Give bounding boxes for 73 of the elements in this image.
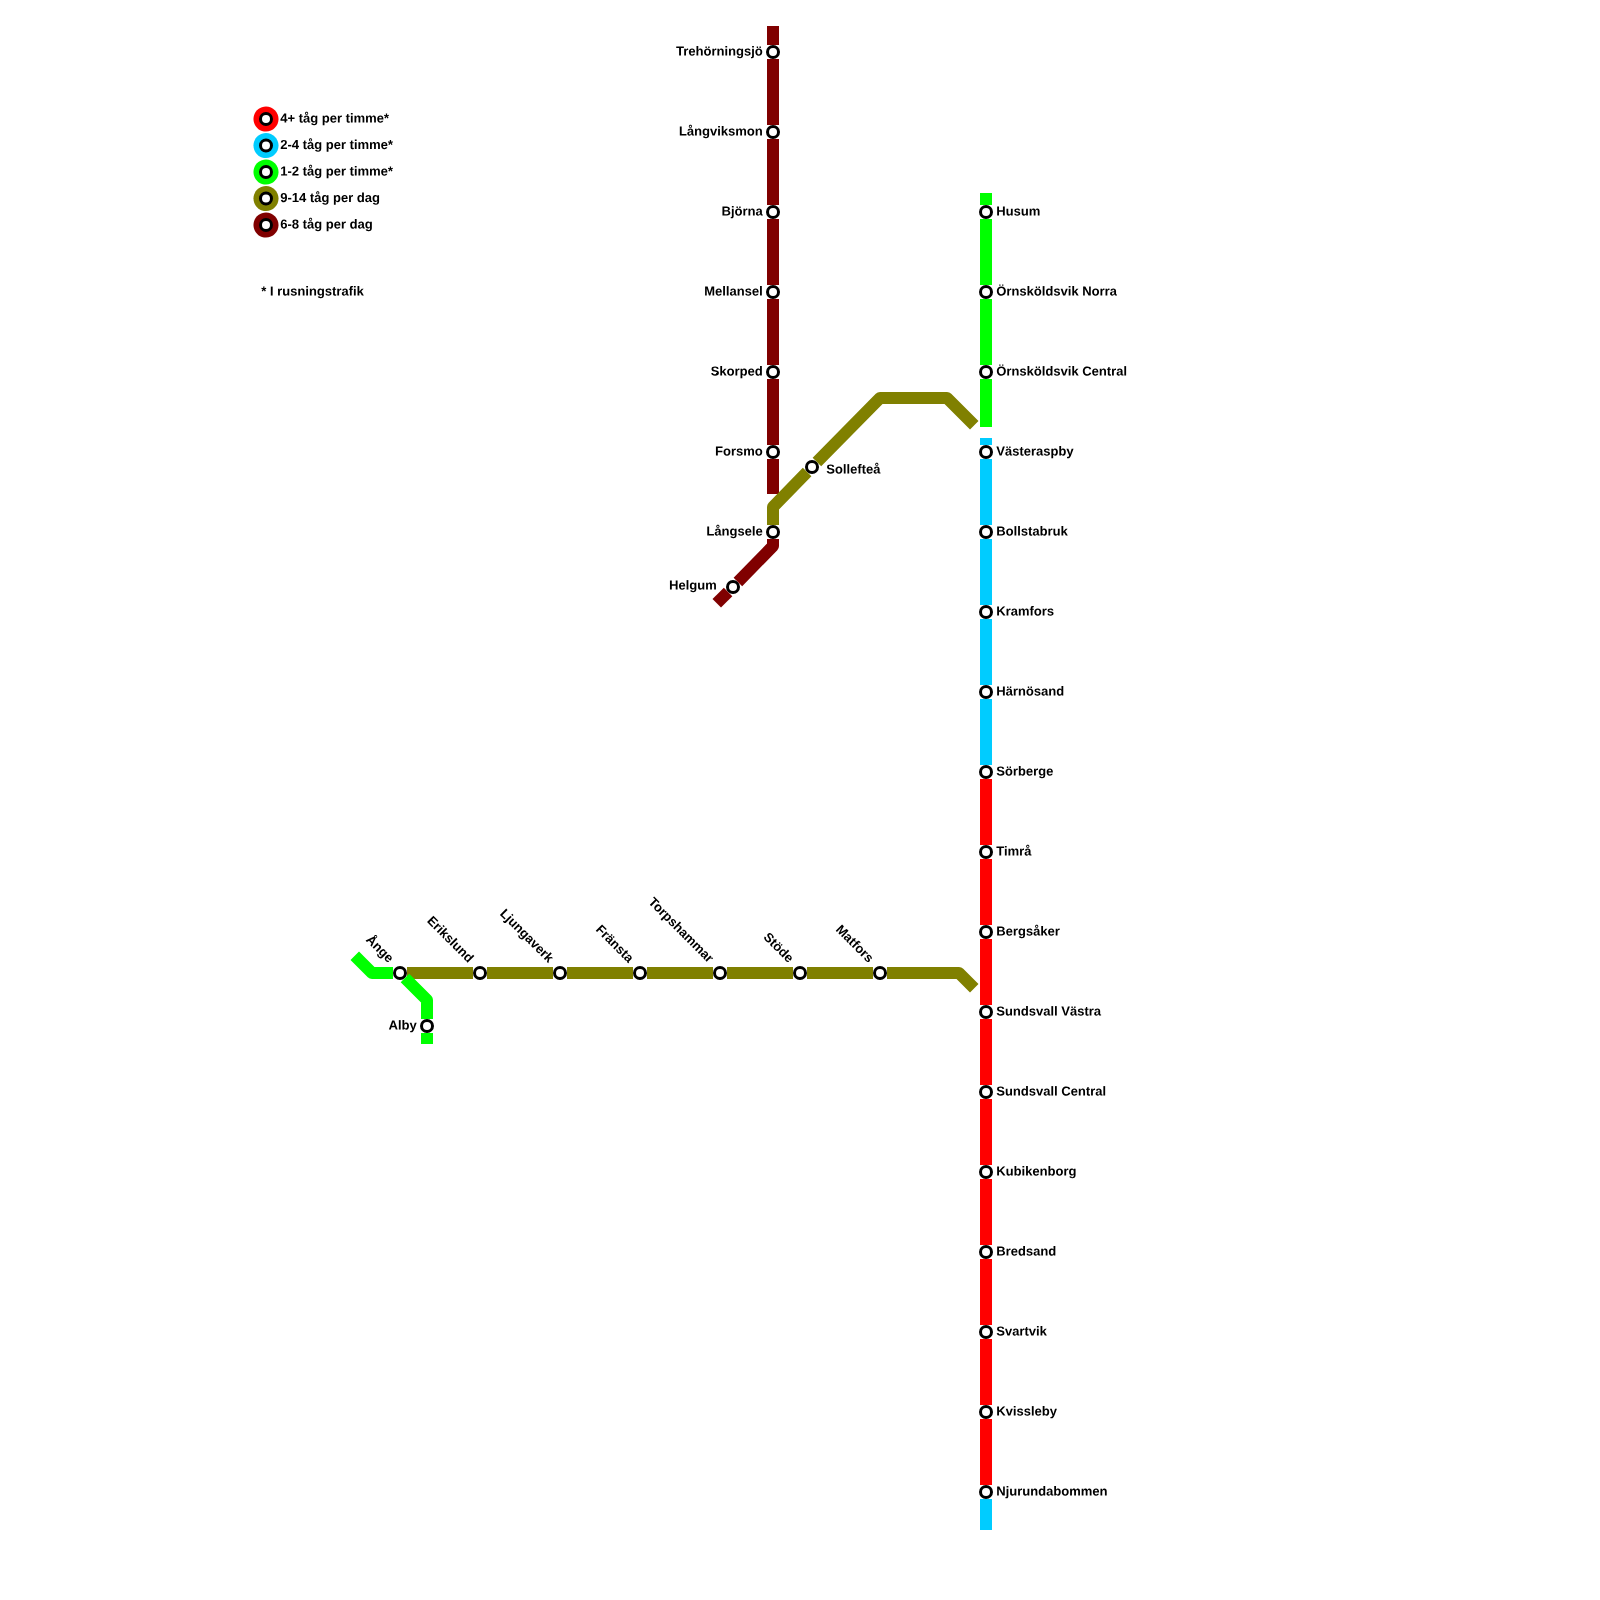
legend-label: 9-14 tåg per dag bbox=[280, 191, 380, 205]
station-name: Trehörningsjö bbox=[676, 46, 763, 59]
rail-line bbox=[733, 539, 779, 587]
station-name: Björna bbox=[722, 206, 763, 219]
rail-line bbox=[567, 967, 633, 979]
station-name: Bergsåker bbox=[997, 924, 1060, 939]
station-name: Husum bbox=[997, 206, 1040, 216]
station-name: Sörberge bbox=[996, 766, 1053, 779]
rail-line bbox=[812, 392, 979, 467]
rail-line bbox=[807, 967, 873, 979]
station-name: Örnsköldsvik Norra bbox=[996, 284, 1117, 296]
rail-line bbox=[980, 1099, 992, 1165]
station-name: Västeraspby bbox=[996, 446, 1074, 459]
footnote: * I rusningstrafik bbox=[261, 286, 364, 299]
station-name: Alby bbox=[388, 1020, 417, 1033]
rail-line bbox=[980, 1019, 992, 1085]
rail-line bbox=[980, 939, 992, 1005]
rail-line bbox=[980, 1259, 992, 1325]
station-name: Timrå bbox=[996, 844, 1032, 856]
rail-line bbox=[980, 1499, 992, 1530]
rail-line bbox=[712, 587, 733, 608]
rail-line bbox=[767, 379, 779, 445]
station-name: Njurundabommen bbox=[997, 1486, 1107, 1499]
legend-label: 2-4 tåg per timme* bbox=[280, 138, 393, 152]
rail-line bbox=[767, 59, 779, 125]
rail-line bbox=[980, 379, 992, 427]
rail-line bbox=[647, 967, 713, 979]
station-name: Sundsvall Västra bbox=[996, 1006, 1102, 1016]
rail-line bbox=[980, 779, 992, 845]
rail-line bbox=[487, 967, 553, 979]
station-name: Långviksmon bbox=[679, 124, 762, 139]
station-name: Forsmo bbox=[715, 446, 763, 456]
rail-line bbox=[767, 299, 779, 365]
rail-line bbox=[727, 967, 793, 979]
station-name: Kvissleby bbox=[997, 1406, 1057, 1419]
station-name: Örnsköldsvik Central bbox=[996, 364, 1127, 376]
rail-line bbox=[980, 1339, 992, 1405]
rail-line bbox=[400, 973, 433, 1019]
rail-line bbox=[980, 193, 992, 205]
rail-line bbox=[980, 539, 992, 605]
rail-line bbox=[350, 951, 393, 979]
legend-label: 4+ tåg per timme* bbox=[280, 111, 389, 126]
rail-line bbox=[421, 1033, 433, 1044]
station-name: Härnösand bbox=[997, 686, 1064, 696]
station-name: Långsele bbox=[707, 524, 763, 539]
station-name: Bredsand bbox=[997, 1246, 1056, 1256]
station-name: Kubikenborg bbox=[997, 1166, 1076, 1179]
rail-line bbox=[767, 459, 779, 494]
legend-label: 1-2 tåg per timme* bbox=[281, 164, 393, 179]
station-name: Kramfors bbox=[997, 606, 1054, 616]
rail-line bbox=[980, 299, 992, 365]
station-name: Sundsvall Central bbox=[996, 1086, 1106, 1096]
rail-line bbox=[767, 139, 779, 205]
rail-line bbox=[980, 859, 992, 925]
rail-line bbox=[980, 219, 992, 285]
station-name: Mellansel bbox=[705, 286, 762, 296]
rail-line bbox=[980, 1179, 992, 1245]
station-name: Bollstabruk bbox=[997, 526, 1068, 536]
station-name: Sollefteå bbox=[826, 462, 881, 474]
rail-line bbox=[980, 1419, 992, 1485]
rail-line bbox=[767, 26, 779, 45]
legend-label: 6-8 tåg per dag bbox=[280, 217, 372, 232]
rail-line bbox=[980, 438, 992, 445]
station-name: Skorped bbox=[711, 366, 762, 379]
rail-line bbox=[767, 219, 779, 285]
rail-line bbox=[767, 467, 812, 525]
rail-line bbox=[407, 967, 473, 979]
rail-line bbox=[887, 967, 979, 993]
rail-line bbox=[980, 619, 992, 685]
station-name: Helgum bbox=[669, 580, 716, 593]
station-name: Svartvik bbox=[996, 1326, 1047, 1336]
rail-line bbox=[980, 699, 992, 765]
rail-line bbox=[980, 459, 992, 525]
